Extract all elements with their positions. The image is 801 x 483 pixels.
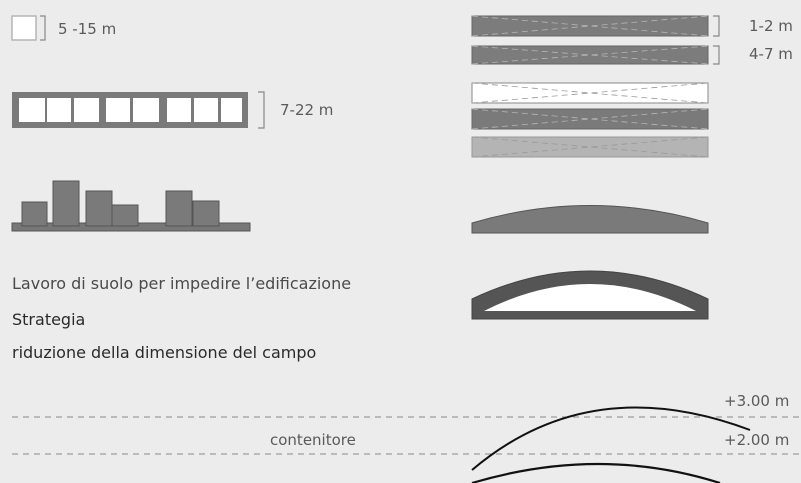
- layer-thick-top: [471, 45, 709, 65]
- mound-hollow: [471, 270, 709, 320]
- height-profile-bars: [11, 180, 251, 232]
- unit-row-dimension: 7-22 m: [280, 101, 334, 119]
- single-unit-bracket: [40, 15, 46, 41]
- layer-thick-top-bracket: [713, 45, 720, 65]
- strategy-description: riduzione della dimensione del campo: [12, 343, 317, 362]
- unit-row-block: [12, 92, 248, 128]
- strategy-title: Strategia: [12, 310, 86, 329]
- unit-row-bracket: [258, 91, 265, 129]
- layer-thin-top-bracket: [713, 15, 720, 37]
- thin-layer-dimension: 1-2 m: [749, 17, 793, 35]
- single-unit-dimension: 5 -15 m: [58, 20, 117, 38]
- thick-layer-dimension: 4-7 m: [749, 45, 793, 63]
- level-top-label: +3.00 m: [724, 392, 790, 410]
- mound-solid: [471, 205, 709, 234]
- container-arc-outer: [471, 406, 751, 471]
- container-label: contenitore: [270, 431, 356, 449]
- layer-dark: [471, 108, 709, 130]
- caption-text: Lavoro di suolo per impedire l’edificazi…: [12, 274, 352, 293]
- layer-light: [471, 136, 709, 158]
- level-mid-label: +2.00 m: [724, 431, 790, 449]
- layer-white: [471, 82, 709, 104]
- layer-thin-top: [471, 15, 709, 37]
- container-arc-inner: [471, 462, 721, 483]
- single-unit-square: [11, 15, 37, 41]
